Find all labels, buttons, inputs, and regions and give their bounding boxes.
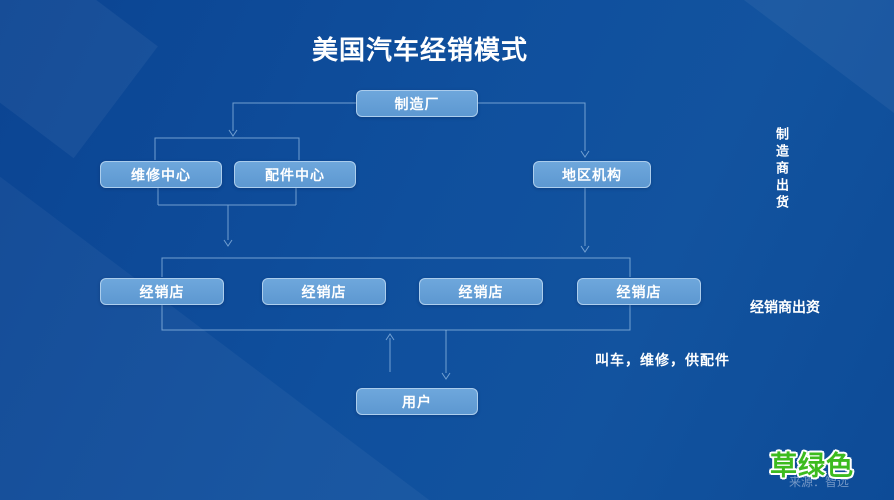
label-dealer-funding: 经销商出资 — [750, 300, 820, 316]
source-watermark: 来源：智远 — [789, 475, 850, 489]
node-user: 用户 — [356, 388, 478, 415]
node-repair-center: 维修中心 — [100, 161, 222, 188]
node-dealer: 经销店 — [419, 278, 543, 305]
connector-manufacturer-left — [232, 102, 356, 131]
node-dealer: 经销店 — [577, 278, 701, 305]
page-title: 美国汽车经销模式 — [312, 36, 529, 66]
arrow-down-icon — [441, 372, 451, 380]
background-streak — [0, 7, 734, 500]
node-regional-org: 地区机构 — [533, 161, 651, 188]
arrow-down-icon — [580, 150, 590, 158]
bracket-repair-parts-top — [154, 137, 300, 160]
arrow-down-icon — [228, 129, 238, 137]
node-manufacturer: 制造厂 — [356, 90, 478, 117]
green-caption: 草绿色 — [770, 451, 854, 482]
arrow-down-icon — [580, 245, 590, 253]
arrow-up-icon — [385, 333, 395, 341]
node-dealer: 经销店 — [262, 278, 386, 305]
arrow-down-icon — [223, 239, 233, 247]
label-manufacturer-shipping: 制造商出货 — [773, 127, 788, 212]
dealer-bottom-bracket — [161, 304, 631, 331]
dealer-distribution-line — [161, 257, 631, 277]
connector-manufacturer-right — [477, 102, 586, 151]
label-services: 叫车，维修，供配件 — [595, 353, 730, 369]
node-parts-center: 配件中心 — [234, 161, 356, 188]
background-streak — [0, 0, 158, 159]
bracket-repair-parts-bottom — [157, 188, 297, 240]
background-streak — [314, 0, 894, 500]
node-dealer: 经销店 — [100, 278, 224, 305]
